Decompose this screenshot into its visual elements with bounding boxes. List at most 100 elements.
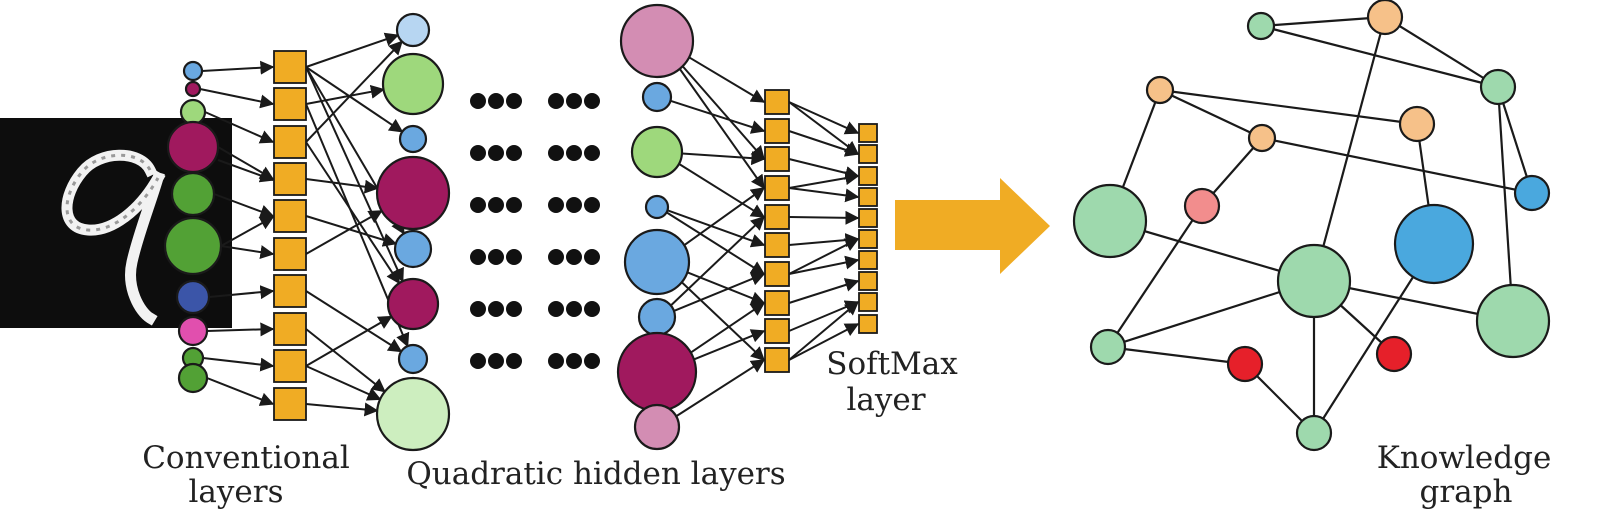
conv-to-quadratic-edge — [305, 365, 382, 401]
quadratic-to-hidden-edge — [678, 68, 765, 190]
input-to-conv-edge — [199, 88, 275, 109]
ellipsis-dot — [584, 301, 600, 317]
quadratic-to-hidden-edge — [681, 65, 765, 161]
softmax-unit — [858, 187, 878, 207]
quadratic-to-hidden-edge — [693, 329, 766, 361]
ellipsis-dot — [506, 301, 522, 317]
ellipsis-dot — [488, 93, 504, 109]
conventional-layers-label-line2: layers — [189, 474, 284, 510]
quadratic-neuron — [386, 277, 440, 331]
quadratic-to-hidden-edge — [678, 163, 766, 218]
knowledge-graph-edge — [1261, 136, 1533, 195]
softmax-unit — [858, 144, 878, 164]
conv-to-quadratic-edge — [305, 84, 385, 105]
conventional-layer-unit — [273, 50, 307, 84]
knowledge-graph-node — [1393, 203, 1475, 285]
ellipsis-dot — [506, 145, 522, 161]
ellipsis-dot — [470, 353, 486, 369]
knowledge-graph-node — [1513, 174, 1551, 212]
input-neuron — [182, 60, 204, 82]
input-to-conv-edge — [220, 245, 275, 260]
ellipsis-dot — [488, 301, 504, 317]
hidden-to-softmax-edge — [788, 323, 860, 361]
ellipsis-dot — [488, 145, 504, 161]
ellipsis-dot — [548, 145, 564, 161]
knowledge-graph-label-line2: graph — [1420, 474, 1513, 510]
input-neuron — [184, 80, 202, 98]
knowledge-graph-node — [1226, 345, 1264, 383]
quadratic-to-hidden-edge — [673, 272, 766, 312]
hidden-to-softmax-edge — [788, 278, 860, 304]
knowledge-graph-node — [1183, 187, 1221, 225]
knowledge-graph-node — [1366, 0, 1404, 36]
knowledge-graph-edge — [1384, 16, 1499, 88]
ellipsis-dot — [584, 145, 600, 161]
quadratic-neuron — [375, 155, 451, 231]
conv-to-quadratic-edge — [305, 178, 379, 194]
ellipsis-dot — [566, 301, 582, 317]
input-neuron — [179, 98, 207, 126]
ellipsis-dot — [548, 301, 564, 317]
conventional-layer-unit — [273, 125, 307, 159]
quadratic-to-hidden-edge — [683, 187, 766, 247]
softmax-unit — [858, 166, 878, 186]
ellipsis-dot — [548, 353, 564, 369]
quadratic-neuron — [398, 124, 428, 154]
softmax-unit — [858, 123, 878, 143]
ellipsis-dot — [584, 93, 600, 109]
quadratic-neuron — [393, 229, 433, 269]
knowledge-graph-label-line1: Knowledge — [1377, 440, 1552, 476]
input-neuron — [170, 171, 216, 217]
hidden-layer-unit — [764, 175, 790, 201]
knowledge-graph-edge — [1496, 86, 1515, 322]
knowledge-graph-edge — [1159, 88, 1418, 126]
quadratic-neuron — [397, 343, 429, 375]
conv-to-quadratic-edge — [305, 402, 379, 417]
conv-to-quadratic-edge — [305, 209, 383, 255]
conventional-layer-unit — [273, 274, 307, 308]
conventional-layer-unit — [273, 162, 307, 196]
conv-to-quadratic-edge — [305, 328, 386, 393]
conventional-layer-unit — [273, 312, 307, 346]
ellipsis-dot — [488, 249, 504, 265]
input-to-conv-edge — [204, 111, 275, 144]
input-neuron — [177, 315, 209, 347]
knowledge-graph-node — [1247, 123, 1277, 153]
quadratic-to-hidden-edge — [675, 359, 766, 418]
quadratic-to-hidden-edge — [681, 281, 766, 361]
hidden-to-softmax-edge — [788, 187, 860, 203]
conventional-layer-unit — [273, 199, 307, 233]
conv-to-quadratic-edge — [305, 66, 404, 133]
quadratic-to-hidden-edge — [666, 211, 766, 275]
conventional-layer-unit — [273, 349, 307, 383]
softmax-unit — [858, 314, 878, 334]
ellipsis-dot — [548, 249, 564, 265]
quadratic-hidden-layers-label: Quadratic hidden layers — [406, 456, 785, 492]
hidden-layer-unit — [764, 146, 790, 172]
input-to-conv-edge — [220, 216, 275, 247]
softmax-unit — [858, 208, 878, 228]
ellipsis-dot — [566, 145, 582, 161]
conventional-layers-label-line1: Conventional — [142, 440, 350, 476]
input-to-conv-edge — [206, 377, 275, 406]
quadratic-neuron — [644, 194, 670, 220]
knowledge-graph-nodes — [1072, 0, 1551, 452]
conventional-layer-unit — [273, 237, 307, 271]
input-neuron — [163, 216, 223, 276]
ellipsis-dot — [506, 93, 522, 109]
transform-arrow — [895, 178, 1050, 274]
hidden-to-softmax-edge — [788, 101, 860, 155]
input-neuron — [177, 362, 209, 394]
quadratic-neuron — [630, 125, 684, 179]
quadratic-neuron — [375, 376, 451, 452]
hidden-to-softmax-edge — [788, 255, 860, 275]
hidden-to-softmax-edge — [788, 301, 860, 361]
knowledge-graph-node — [1072, 183, 1148, 259]
input-neuron — [175, 279, 211, 315]
hidden-layer-unit — [764, 118, 790, 144]
knowledge-graph-node — [1398, 105, 1436, 143]
knowledge-graph-node — [1246, 11, 1276, 41]
ellipsis-dot — [470, 93, 486, 109]
input-to-conv-edge — [217, 159, 275, 183]
